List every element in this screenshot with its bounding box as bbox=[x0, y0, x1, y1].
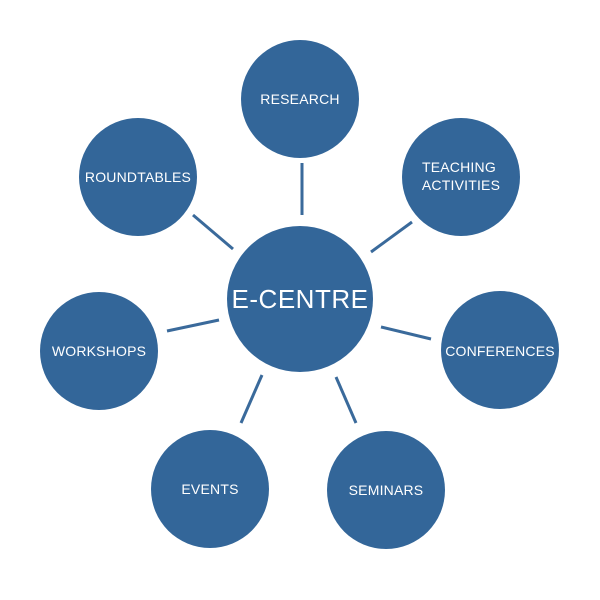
center-circle bbox=[227, 226, 373, 372]
node-workshops: WORKSHOPS bbox=[40, 292, 158, 410]
node-research: RESEARCH bbox=[241, 40, 359, 158]
node-label: WORKSHOPS bbox=[52, 343, 146, 359]
node-label: ROUNDTABLES bbox=[85, 169, 191, 185]
node-circle bbox=[441, 291, 559, 409]
node-circle bbox=[151, 430, 269, 548]
connector-teaching-activities bbox=[370, 220, 413, 254]
node-seminars: SEMINARS bbox=[327, 431, 445, 549]
node-label: TEACHING ACTIVITIES bbox=[422, 159, 500, 193]
node-circle bbox=[327, 431, 445, 549]
node-label-line: TEACHING bbox=[422, 159, 496, 175]
connector-roundtables bbox=[192, 213, 234, 251]
node-circle bbox=[79, 118, 197, 236]
center-label: E-CENTRE bbox=[232, 284, 369, 314]
node-label: RESEARCH bbox=[260, 91, 339, 107]
node-label: CONFERENCES bbox=[445, 343, 555, 359]
node-label-line: ACTIVITIES bbox=[422, 177, 500, 193]
node-events: EVENTS bbox=[151, 430, 269, 548]
connector-workshops bbox=[166, 318, 220, 333]
connector-events bbox=[239, 374, 264, 424]
node-circle bbox=[40, 292, 158, 410]
node-conferences: CONFERENCES bbox=[441, 291, 559, 409]
node-label: EVENTS bbox=[181, 481, 238, 497]
connectors bbox=[166, 163, 432, 424]
connector-seminars bbox=[334, 376, 358, 424]
node-teaching-activities: TEACHING ACTIVITIES bbox=[402, 118, 520, 236]
node-label: SEMINARS bbox=[349, 482, 424, 498]
connector-conferences bbox=[380, 325, 432, 341]
node-roundtables: ROUNDTABLES bbox=[79, 118, 197, 236]
node-e-centre: E-CENTRE bbox=[227, 226, 373, 372]
node-circle bbox=[241, 40, 359, 158]
node-circle bbox=[402, 118, 520, 236]
